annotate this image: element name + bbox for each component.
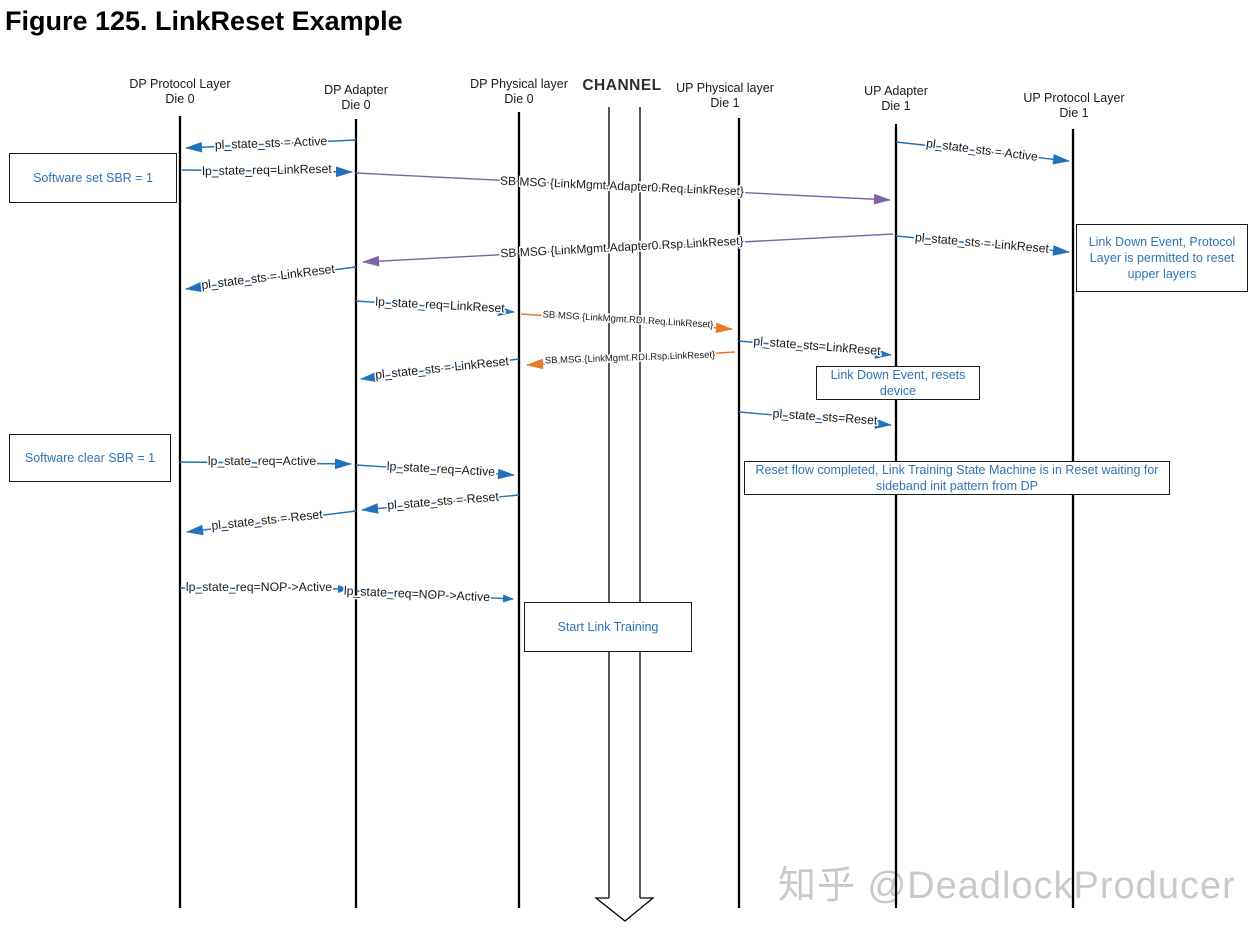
message-arrow [355,300,515,317]
message-arrow [185,139,357,153]
message-label: pl_state_sts = Active [215,134,328,152]
message-arrow [355,464,515,480]
message-arrow [362,233,894,267]
message-arrow [355,590,514,603]
watermark: 知乎 @DeadlockProducer [778,865,1236,907]
figure-title: Figure 125. LinkReset Example [5,6,403,36]
message-label: pl_state_sts=Reset [772,406,878,427]
message-arrow [361,494,520,514]
message-label: pl_state_sts=LinkReset [753,334,882,358]
message-arrow [355,172,891,205]
message-arrow [185,266,357,293]
message-arrow [520,313,733,334]
message-arrow [186,510,357,536]
message-label: lp_state_req=Active [387,459,496,479]
message-arrow [526,351,736,370]
message-arrow [179,458,352,470]
message-label: pl_state_sts = LinkReset [374,354,510,382]
message-label: SB MSG {LinkMgmt.RDI.Req.LinkReset} [542,309,713,330]
message-label: SB MSG {LinkMgmt.Adapter0.Req.LinkReset} [500,174,745,199]
message-label: pl_state_sts = LinkReset [914,230,1050,256]
message-label: lp_state_req=NOP->Active [344,584,491,604]
message-arrow [181,166,353,178]
message-arrow [738,340,892,359]
message-label: lp_state_req=LinkReset [375,295,506,316]
message-label: lp_state_req=NOP->Active [186,580,332,594]
message-arrow [360,358,520,383]
message-label: lp_state_req=LinkReset [202,162,332,178]
channel-arrow-icon [594,897,655,922]
message-label: lp_state_req=Active [208,454,317,468]
message-arrow [738,411,892,429]
message-label: SB MSG {LinkMgmt.RDI.Rsp.LinkReset} [545,350,716,367]
message-label: pl_state_sts = Reset [211,507,324,533]
message-arrow [895,141,1070,165]
message-arrow [895,235,1070,256]
message-label: pl_state_sts = Active [925,136,1038,164]
message-label: pl_state_sts = LinkReset [200,262,336,292]
message-label: SB MSG {LinkMgmt.Adapter0.Rsp.LinkReset} [500,234,744,261]
message-arrow [179,584,349,593]
message-label: pl_state_sts = Reset [387,490,500,513]
